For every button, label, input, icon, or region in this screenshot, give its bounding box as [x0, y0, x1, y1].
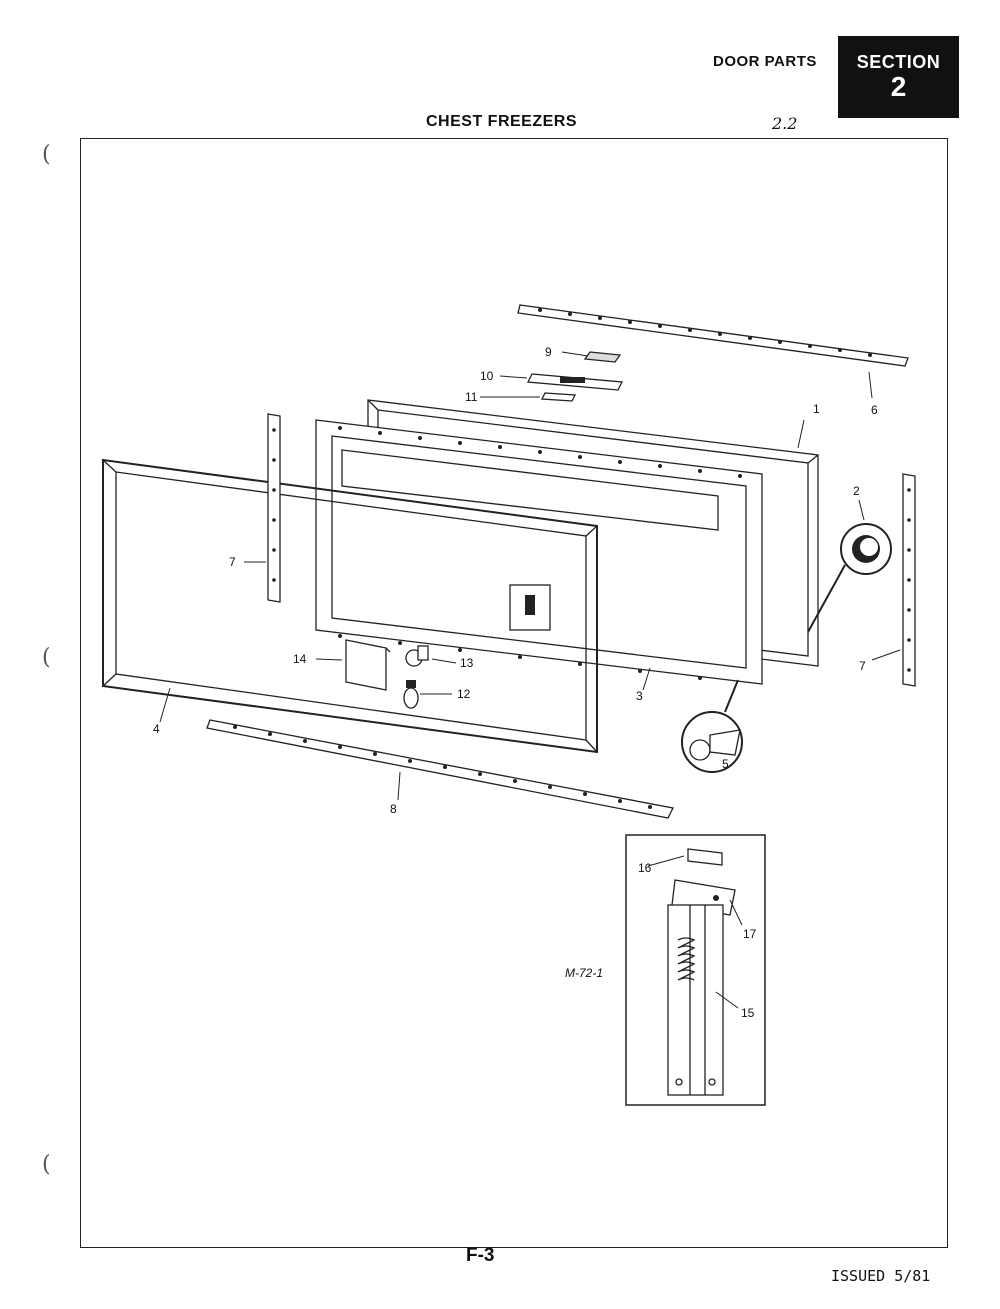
part-11-shim	[540, 392, 577, 402]
callout-4: 4	[153, 722, 160, 736]
hinge-assembly-part-15	[667, 879, 736, 1096]
margin-bracket-mark: (	[42, 645, 51, 670]
callout-5: 5	[722, 757, 729, 771]
callout-17: 17	[743, 927, 757, 941]
lamp-socket-part-13	[405, 645, 429, 667]
callout-11: 11	[465, 390, 478, 404]
handwritten-note: 2.2	[772, 114, 798, 133]
lamp-bulb-part-12	[403, 680, 419, 709]
inner-liner-part-3	[315, 419, 763, 685]
callout-1: 1	[813, 402, 820, 416]
margin-bracket-mark: (	[42, 142, 51, 167]
issued-date: ISSUED 5/81	[831, 1267, 931, 1285]
section-word: SECTION	[856, 52, 941, 72]
right-side-strip-part-7	[902, 473, 916, 687]
diagram-frame	[80, 138, 948, 1248]
callout-2: 2	[853, 484, 860, 498]
page-number: F-3	[466, 1245, 495, 1266]
callout-7-right: 7	[859, 659, 866, 673]
callout-7-left: 7	[229, 555, 236, 569]
callout-8: 8	[390, 802, 397, 816]
callout-15: 15	[741, 1006, 755, 1020]
callout-9: 9	[545, 345, 552, 359]
light-cover-part-14	[345, 639, 391, 691]
section-label: DOOR PARTS	[713, 53, 817, 70]
callout-12: 12	[457, 687, 471, 701]
top-strip-part-6	[517, 304, 909, 367]
callout-16: 16	[638, 861, 652, 875]
bottom-strip-part-8	[206, 719, 674, 819]
page-title: CHEST FREEZERS	[426, 113, 578, 130]
hinge-plate-part-16	[687, 848, 723, 866]
hinge-inset	[625, 834, 766, 1106]
detail-circle-part-2	[807, 523, 892, 633]
part-9-pad	[583, 351, 622, 363]
section-number: 2	[890, 71, 907, 102]
inset-handwritten-code: M-72-1	[565, 966, 603, 980]
callout-14: 14	[293, 652, 307, 666]
left-side-strip-part-7	[267, 413, 281, 603]
detail-circle-part-5	[681, 679, 743, 773]
callout-labels: 1 2 3 4 5 6 7 7 8 9 10 11 12 13 14 15 16…	[153, 345, 878, 1020]
callout-10: 10	[480, 369, 494, 383]
callout-13: 13	[460, 656, 474, 670]
part-10-plate	[526, 373, 624, 391]
callout-3: 3	[636, 689, 643, 703]
leader-lines	[159, 351, 901, 801]
gasket-frame-part-4	[102, 458, 598, 754]
section-badge: SECTION 2	[838, 36, 959, 118]
margin-bracket-mark: (	[42, 1152, 51, 1177]
callout-6: 6	[871, 403, 878, 417]
